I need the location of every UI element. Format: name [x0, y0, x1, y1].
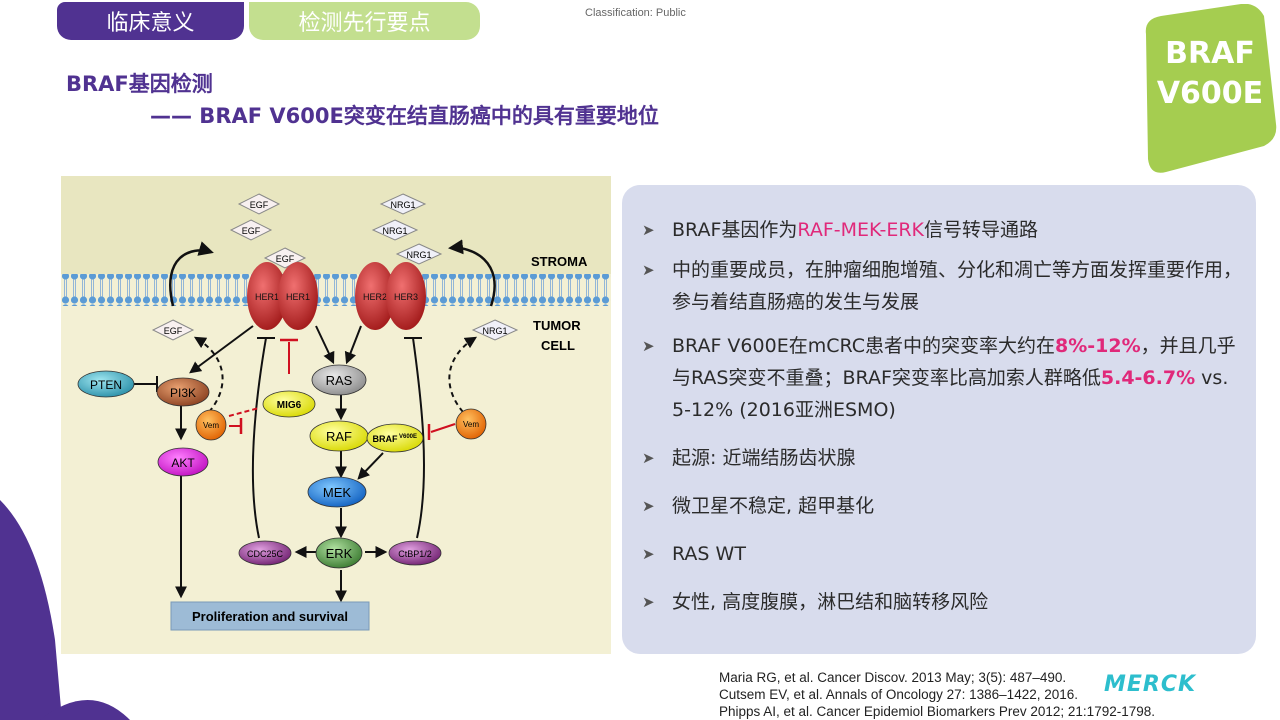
- svg-text:AKT: AKT: [171, 456, 195, 470]
- bullet-arrow-icon: ➤: [642, 497, 655, 515]
- pi3k-node: PI3K: [156, 377, 210, 407]
- merck-logo: MERCK: [1104, 672, 1197, 697]
- braf-badge-shape: [1145, 4, 1277, 173]
- raf-node: RAF: [309, 420, 369, 452]
- cell-membrane: [61, 274, 611, 306]
- her1-receptor: HER1: [278, 262, 318, 330]
- svg-text:EGF: EGF: [276, 254, 295, 264]
- key-points-panel: [622, 185, 1256, 654]
- erk-node: ERK: [315, 537, 363, 569]
- svg-text:CtBP1/2: CtBP1/2: [398, 549, 432, 559]
- her1-receptor: HER1: [247, 262, 287, 330]
- tab-testing-points[interactable]: 检测先行要点: [249, 2, 480, 40]
- braf-v600e-node: BRAF V600E: [366, 423, 424, 453]
- badge-line2: V600E: [1156, 76, 1264, 111]
- nrg1-release-arrow: [448, 239, 496, 307]
- tumor-label-line2: CELL: [541, 338, 575, 353]
- svg-text:RAF: RAF: [326, 429, 352, 444]
- svg-text:EGF: EGF: [164, 326, 183, 336]
- nrg1-ligand: NRG1: [379, 193, 427, 215]
- svg-text:BRAF: BRAF: [373, 434, 398, 444]
- svg-text:PI3K: PI3K: [170, 386, 196, 400]
- mig6-node: MIG6: [262, 390, 316, 418]
- bullet-item: ➤ BRAF V600E在mCRC患者中的突变率大约在8%-12%，并且几乎与R…: [642, 330, 1242, 426]
- nrg1-ligand: NRG1: [471, 319, 519, 341]
- svg-text:RAS: RAS: [326, 373, 353, 388]
- bullet-arrow-icon: ➤: [642, 221, 655, 239]
- reference-item: Cutsem EV, et al. Annals of Oncology 27:…: [719, 687, 1079, 702]
- braf-pathway-diagram: EGF EGF EGF EGF NRG1 NRG1 NRG1 NRG1 STRO…: [61, 176, 611, 654]
- bullet-item: ➤ BRAF基因作为RAF-MEK-ERK信号转导通路: [642, 214, 1242, 246]
- bullet-arrow-icon: ➤: [642, 593, 655, 611]
- reference-item: Phipps AI, et al. Cancer Epidemiol Bioma…: [719, 704, 1155, 719]
- vem-node: Vem: [195, 409, 227, 441]
- svg-text:PTEN: PTEN: [90, 378, 122, 392]
- svg-text:HER3: HER3: [394, 292, 418, 302]
- badge-line1: BRAF: [1165, 36, 1255, 71]
- egf-ligand: EGF: [151, 319, 195, 341]
- nrg1-ligand: NRG1: [395, 243, 443, 265]
- svg-text:Vem: Vem: [463, 420, 479, 429]
- bullet-item: ➤ 微卫星不稳定, 超甲基化: [642, 490, 1242, 522]
- ras-node: RAS: [311, 364, 367, 396]
- svg-text:Vem: Vem: [203, 421, 219, 430]
- bullet-item: ➤ 中的重要成员，在肿瘤细胞增殖、分化和凋亡等方面发挥重要作用，参与着结直肠癌的…: [642, 254, 1242, 318]
- tab-clinical-significance[interactable]: 临床意义: [57, 2, 244, 40]
- svg-text:V600E: V600E: [399, 434, 417, 440]
- stroma-label: STROMA: [531, 254, 588, 269]
- svg-text:HER2: HER2: [363, 292, 387, 302]
- svg-text:HER1: HER1: [255, 292, 279, 302]
- page-title: BRAF基因检测: [66, 72, 213, 96]
- vem-node: Vem: [455, 408, 487, 440]
- her3-receptor: HER3: [386, 262, 426, 330]
- bullet-item: ➤ RAS WT: [642, 538, 1242, 570]
- svg-text:NRG1: NRG1: [482, 326, 507, 336]
- svg-text:NRG1: NRG1: [382, 226, 407, 236]
- tumor-label-line1: TUMOR: [533, 318, 581, 333]
- svg-text:EGF: EGF: [242, 226, 261, 236]
- egf-release-arrow: [169, 241, 214, 307]
- bullet-arrow-icon: ➤: [642, 337, 655, 355]
- nrg1-ligand: NRG1: [371, 219, 419, 241]
- bullet-arrow-icon: ➤: [642, 261, 655, 279]
- svg-text:NRG1: NRG1: [406, 250, 431, 260]
- ctbp-node: CtBP1/2: [388, 540, 442, 566]
- page-subtitle: —— BRAF V600E突变在结直肠癌中的具有重要地位: [150, 104, 659, 128]
- classification-label: Classification: Public: [585, 7, 686, 19]
- svg-text:Proliferation and survival: Proliferation and survival: [192, 609, 348, 624]
- bullet-item: ➤ 女性, 高度腹膜，淋巴结和脑转移风险: [642, 586, 1242, 618]
- bullet-item: ➤ 起源: 近端结肠齿状腺: [642, 442, 1242, 474]
- bullet-arrow-icon: ➤: [642, 545, 655, 563]
- bullet-arrow-icon: ➤: [642, 449, 655, 467]
- egf-ligand: EGF: [237, 193, 281, 215]
- svg-text:ERK: ERK: [326, 546, 353, 561]
- svg-text:HER1: HER1: [286, 292, 310, 302]
- reference-item: Maria RG, et al. Cancer Discov. 2013 May…: [719, 670, 1067, 685]
- svg-text:MIG6: MIG6: [277, 400, 302, 411]
- svg-text:MEK: MEK: [323, 485, 352, 500]
- her2-receptor: HER2: [355, 262, 395, 330]
- pten-node: PTEN: [77, 370, 135, 398]
- svg-text:NRG1: NRG1: [390, 200, 415, 210]
- proliferation-box: Proliferation and survival: [170, 601, 370, 631]
- svg-text:EGF: EGF: [250, 200, 269, 210]
- svg-text:CDC25C: CDC25C: [247, 549, 284, 559]
- mek-node: MEK: [307, 476, 367, 508]
- references: Maria RG, et al. Cancer Discov. 2013 May…: [719, 669, 1155, 720]
- braf-badge: BRAF V600E: [1150, 34, 1270, 114]
- stroma-region: [61, 176, 611, 274]
- cdc25c-node: CDC25C: [238, 540, 292, 566]
- egf-ligand: EGF: [229, 219, 273, 241]
- akt-node: AKT: [157, 447, 209, 477]
